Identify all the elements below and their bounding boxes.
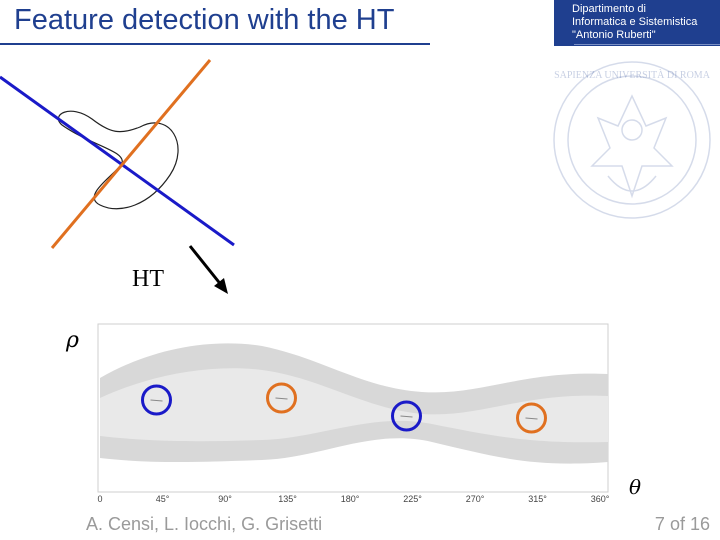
peak-point — [400, 415, 413, 418]
page-of: of — [669, 514, 685, 534]
x-tick-label: 225° — [403, 494, 422, 504]
peak-circle — [141, 384, 172, 416]
x-tick-label: 270° — [466, 494, 485, 504]
peak-point — [150, 399, 163, 402]
peak-point — [275, 397, 288, 400]
department-line-2: Informatica e Sistemistica — [572, 16, 698, 28]
line-contour-sketch — [0, 59, 235, 249]
rho-axis-label: ρ — [66, 328, 79, 353]
contour-curve — [57, 110, 179, 210]
detected-line-orange — [50, 59, 212, 249]
x-tick-label: 0 — [97, 494, 102, 504]
arrow-icon — [188, 245, 228, 294]
department-line-1: Dipartimento di — [572, 3, 646, 15]
detected-line-blue — [0, 75, 235, 247]
page-total: 16 — [689, 514, 710, 534]
x-tick-labels: 0 45° 90° 135° 180° 225° 270° 315° 360° — [97, 494, 609, 504]
x-tick-label: 360° — [591, 494, 610, 504]
theta-axis-label: θ — [629, 475, 642, 499]
title-underline — [0, 43, 430, 45]
peak-markers — [141, 382, 547, 434]
seal-text: SAPIENZA UNIVERSITÀ DI ROMA — [554, 69, 711, 81]
slide-title: Feature detection with the HT — [14, 4, 395, 36]
peak-point — [525, 417, 538, 420]
hough-transform-label: HT — [132, 266, 164, 292]
x-tick-label: 315° — [528, 494, 547, 504]
peak-circle — [266, 382, 297, 414]
x-tick-label: 45° — [156, 494, 170, 504]
x-tick-label: 180° — [341, 494, 360, 504]
hough-accumulator-plot: 0 45° 90° 135° 180° 225° 270° 315° 360° — [97, 323, 610, 504]
department-logo-box — [554, 0, 720, 46]
page-current: 7 — [654, 514, 665, 534]
department-line-3: "Antonio Ruberti" — [572, 29, 656, 41]
peak-circle — [391, 400, 422, 432]
x-tick-label: 135° — [278, 494, 297, 504]
accumulator-band-inner — [100, 368, 608, 443]
page-number: 7 of 16 — [655, 514, 710, 535]
department-name: Dipartimento di Informatica e Sistemisti… — [572, 3, 697, 42]
peak-circle — [516, 402, 547, 434]
x-tick-label: 90° — [218, 494, 232, 504]
university-seal-watermark: SAPIENZA UNIVERSITÀ DI ROMA — [553, 61, 711, 219]
footer-authors: A. Censi, L. Iocchi, G. Grisetti — [86, 514, 323, 534]
logo-underline — [574, 44, 720, 45]
